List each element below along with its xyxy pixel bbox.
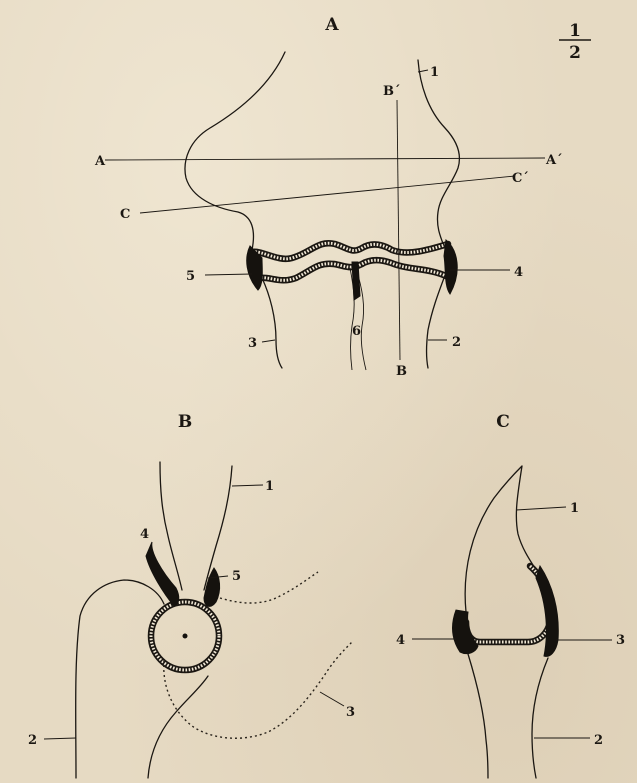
figure-b-upper-bone-right bbox=[204, 466, 232, 590]
figure-b-label-5: 5 bbox=[232, 569, 241, 584]
figure-b-capsule-left bbox=[146, 542, 179, 606]
figure-b-center-point bbox=[183, 634, 188, 639]
figure-a-capsule-right bbox=[444, 240, 457, 294]
figure-b-bone-2-contour bbox=[76, 580, 164, 778]
figure-a-label-b-bottom: B bbox=[396, 364, 407, 379]
figure-a-label-2: 2 bbox=[452, 335, 461, 350]
figure-c-label-1: 1 bbox=[570, 501, 579, 516]
figure-a-label-a-left: A bbox=[94, 154, 106, 169]
scale-numerator: 1 bbox=[569, 21, 581, 41]
figure-a-lower-bone-left-contour bbox=[262, 278, 282, 368]
figure-b-title: B bbox=[178, 412, 192, 432]
figure-a-label-4: 4 bbox=[514, 265, 523, 280]
figure-a-label-a-right: A´ bbox=[545, 153, 563, 168]
figure-a-label-6: 6 bbox=[352, 324, 361, 339]
figure-a-label-1: 1 bbox=[430, 65, 439, 80]
figure-c-capsule-right bbox=[536, 566, 558, 656]
figure-a-section-line-aa bbox=[105, 158, 545, 160]
figure-a-label-5: 5 bbox=[186, 269, 195, 284]
scale-fraction: 1 2 bbox=[559, 21, 591, 63]
figure-a-title: A bbox=[324, 15, 339, 35]
figure-b-label-2: 2 bbox=[28, 733, 37, 748]
figure-c-label-3: 3 bbox=[616, 633, 625, 648]
figure-b: B 1 2 3 4 5 bbox=[28, 412, 355, 778]
figure-c-lower-bone-right bbox=[532, 658, 548, 778]
figure-a-label-c-left: C bbox=[120, 207, 130, 222]
figure-a-upper-bone-left-contour bbox=[185, 52, 285, 250]
figure-a-section-line-bb bbox=[397, 100, 400, 360]
figure-b-capsule-right bbox=[204, 568, 220, 606]
figure-b-label-4: 4 bbox=[140, 527, 149, 542]
figure-c-title: C bbox=[496, 412, 510, 432]
figure-a-lower-bone-right-contour bbox=[427, 278, 445, 368]
figure-c-label-4: 4 bbox=[396, 633, 405, 648]
figure-c-lower-bone-left bbox=[468, 654, 488, 778]
scale-denominator: 2 bbox=[569, 43, 581, 63]
figure-c-upper-bone-contour bbox=[465, 466, 548, 612]
figure-a-label-b-top: B´ bbox=[383, 84, 401, 99]
figure-a-label-3: 3 bbox=[248, 336, 257, 351]
figure-b-label-1: 1 bbox=[265, 479, 274, 494]
figure-a-upper-bone-right-contour bbox=[418, 60, 459, 246]
figure-a-label-c-right: C´ bbox=[512, 171, 529, 186]
figure-a: A A A´ C C´ B´ B bbox=[94, 15, 563, 379]
figure-c: C 1 2 3 4 bbox=[396, 412, 625, 778]
figure-c-label-2: 2 bbox=[594, 733, 603, 748]
figure-c-capsule-left bbox=[453, 610, 478, 654]
figure-b-label-3: 3 bbox=[346, 705, 355, 720]
